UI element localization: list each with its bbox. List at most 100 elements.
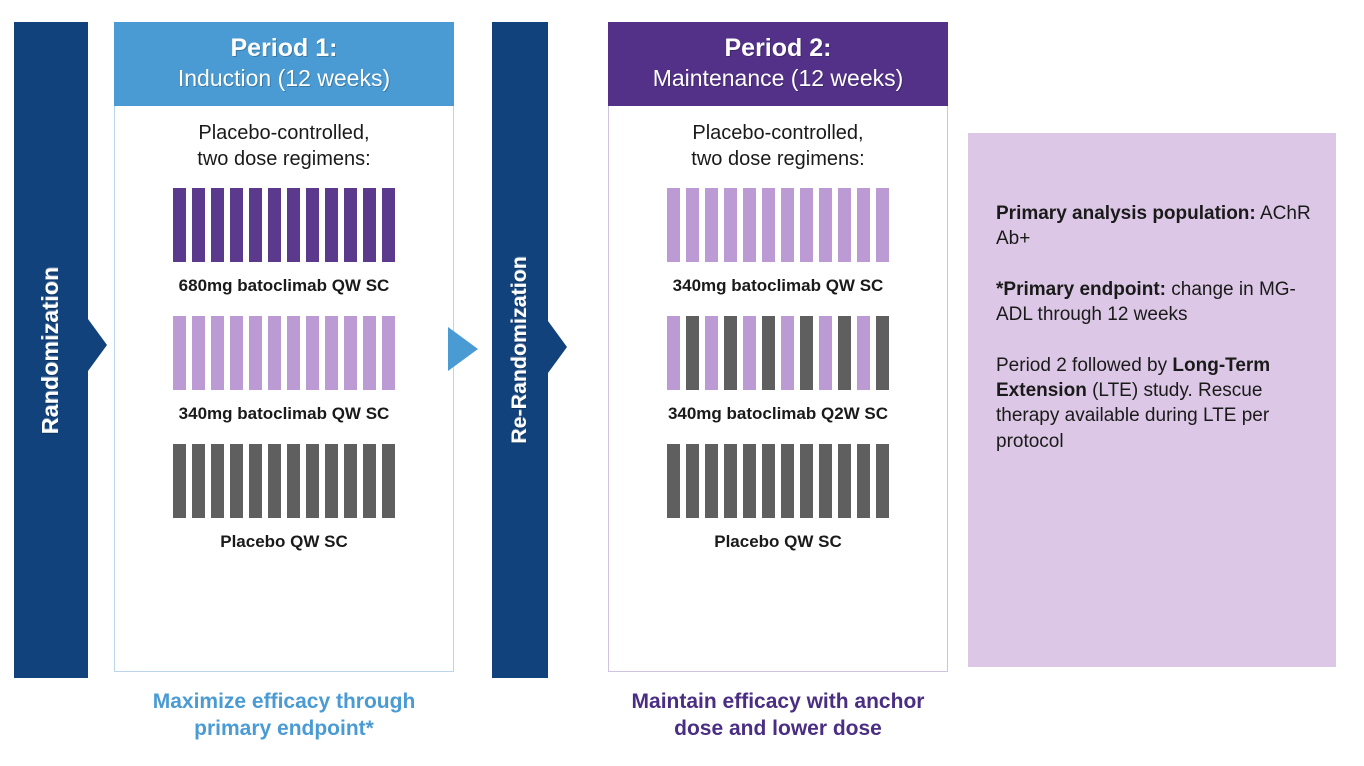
dose-tick — [705, 187, 718, 262]
dose-tick — [781, 315, 794, 390]
dose-tick — [819, 443, 832, 518]
dose-tick — [743, 443, 756, 518]
dose-tick — [857, 443, 870, 518]
dose-tick — [800, 443, 813, 518]
dose-tick — [819, 187, 832, 262]
dose-tick — [306, 187, 319, 262]
dose-tick — [363, 315, 376, 390]
dose-tick — [363, 187, 376, 262]
dose-tick — [762, 443, 775, 518]
randomization-label: Randomization — [37, 266, 64, 434]
dose-tick — [667, 443, 680, 518]
period-1-arm-2-label: 340mg batoclimab QW SC — [178, 403, 390, 423]
dose-tick — [268, 187, 281, 262]
period-1-caption-line-2: primary endpoint* — [194, 717, 374, 741]
dose-tick — [249, 187, 262, 262]
period-2-caption-line-1: Maintain efficacy with anchor — [631, 690, 925, 713]
dose-tick — [192, 443, 205, 518]
dose-tick — [686, 443, 699, 518]
dose-tick — [287, 443, 300, 518]
dose-tick — [306, 315, 319, 390]
dose-tick — [268, 315, 281, 390]
period-1-body: Placebo-controlled, two dose regimens: 6… — [114, 105, 454, 672]
dose-tick — [686, 315, 699, 390]
dose-tick — [762, 315, 775, 390]
period-1-arm-2: 340mg batoclimab QW SC — [133, 315, 435, 424]
period-2-header: Period 2: Maintenance (12 weeks) — [608, 22, 948, 106]
re-randomization-label: Re-Randomization — [508, 256, 532, 444]
period-2-arm-1: 340mg batoclimab QW SC — [627, 187, 929, 296]
dose-tick — [363, 443, 376, 518]
dose-tick — [249, 443, 262, 518]
dose-tick — [724, 443, 737, 518]
period-2-arm-2: 340mg batoclimab Q2W SC — [627, 315, 929, 424]
period-1-intro-line-1: Placebo-controlled, — [198, 121, 370, 144]
randomization-arrow-notch — [88, 319, 107, 371]
info-block-primary-population: Primary analysis population: AChR Ab+ — [996, 203, 1311, 250]
dose-tick — [781, 443, 794, 518]
period-2-caption: Maintain efficacy with anchor dose and l… — [608, 688, 948, 743]
dose-tick — [173, 443, 186, 518]
period-1-card: Period 1: Induction (12 weeks) Placebo-c… — [114, 22, 454, 672]
dose-strip — [173, 443, 395, 518]
dose-tick — [800, 187, 813, 262]
dose-tick — [876, 187, 889, 262]
dose-tick — [876, 315, 889, 390]
dose-tick — [173, 187, 186, 262]
dose-tick — [325, 315, 338, 390]
dose-tick — [800, 315, 813, 390]
period-2-caption-line-2: dose and lower dose — [674, 717, 882, 741]
period-2-arm-3: Placebo QW SC — [627, 443, 929, 552]
dose-tick — [667, 187, 680, 262]
period-1-header: Period 1: Induction (12 weeks) — [114, 22, 454, 106]
period-2-arm-1-label: 340mg batoclimab QW SC — [672, 275, 884, 295]
dose-tick — [724, 187, 737, 262]
dose-tick — [857, 315, 870, 390]
dose-strip — [173, 315, 395, 390]
dose-strip — [667, 443, 889, 518]
dose-tick — [344, 315, 357, 390]
period-1-arm-3-label: Placebo QW SC — [220, 531, 348, 551]
period-2-arm-2-label: 340mg batoclimab Q2W SC — [667, 403, 889, 423]
dose-strip — [173, 187, 395, 262]
period-2-intro-line-2: two dose regimens: — [691, 147, 865, 170]
period-2-intro-line-1: Placebo-controlled, — [692, 121, 864, 144]
dose-tick — [344, 187, 357, 262]
period-1-arm-1-label: 680mg batoclimab QW SC — [178, 275, 390, 295]
randomization-bar: Randomization — [14, 22, 107, 678]
dose-strip — [667, 187, 889, 262]
dose-tick — [781, 187, 794, 262]
period-1-subtitle: Induction (12 weeks) — [177, 65, 391, 91]
dose-tick — [230, 187, 243, 262]
dose-tick — [667, 315, 680, 390]
dose-tick — [173, 315, 186, 390]
period-2-title: Period 2: — [724, 34, 832, 62]
dose-tick — [743, 315, 756, 390]
dose-tick — [230, 315, 243, 390]
dose-tick — [382, 315, 395, 390]
period-1-intro-line-2: two dose regimens: — [197, 147, 371, 170]
dose-tick — [743, 187, 756, 262]
period-2-card: Period 2: Maintenance (12 weeks) Placebo… — [608, 22, 948, 672]
info-block-long-term-extension: Period 2 followed by Long-Term Extension… — [996, 355, 1271, 452]
dose-tick — [192, 315, 205, 390]
dose-tick — [857, 187, 870, 262]
dose-tick — [230, 443, 243, 518]
dose-tick — [211, 315, 224, 390]
dose-tick — [306, 443, 319, 518]
dose-tick — [249, 315, 262, 390]
dose-tick — [192, 187, 205, 262]
dose-tick — [287, 187, 300, 262]
dose-tick — [325, 443, 338, 518]
period-1-arm-1: 680mg batoclimab QW SC — [133, 187, 435, 296]
info-panel: Primary analysis population: AChR Ab+ *P… — [968, 133, 1336, 667]
dose-tick — [211, 443, 224, 518]
period-1-title: Period 1: — [230, 34, 338, 62]
dose-tick — [705, 443, 718, 518]
period-1-intro: Placebo-controlled, two dose regimens: — [197, 120, 370, 172]
dose-tick — [325, 187, 338, 262]
dose-tick — [876, 443, 889, 518]
period-2-subtitle: Maintenance (12 weeks) — [652, 65, 904, 91]
dose-tick — [382, 187, 395, 262]
connector-arrow-icon — [448, 327, 478, 371]
